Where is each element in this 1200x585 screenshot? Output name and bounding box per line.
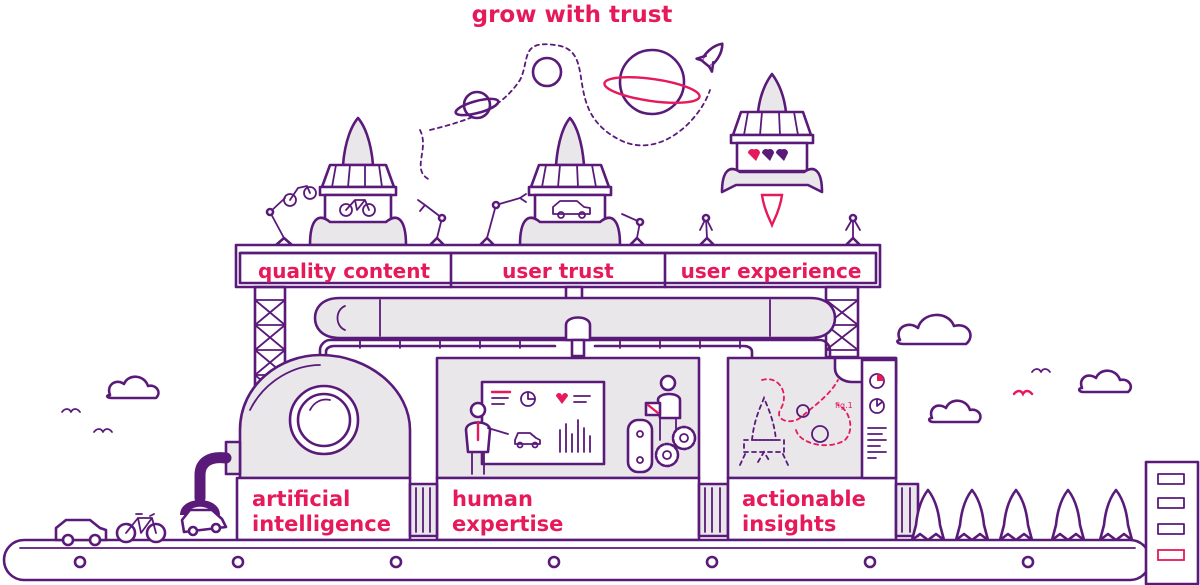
station-label-insights-line1: actionable xyxy=(742,487,866,511)
shop-user-experience xyxy=(720,72,824,229)
station-human-expertise xyxy=(435,356,701,542)
car-icon xyxy=(552,200,591,219)
robot-arm-icon xyxy=(621,213,646,247)
rocket-blueprint xyxy=(739,395,789,466)
car-icon xyxy=(180,508,228,537)
gear-icon xyxy=(654,442,680,468)
grabber-arm xyxy=(180,452,232,515)
presenter-person xyxy=(464,401,509,475)
car-icon xyxy=(54,518,108,547)
conveyor-belt xyxy=(2,538,1152,582)
moon-icon xyxy=(531,56,563,88)
bird-icon xyxy=(1012,389,1034,397)
bicycle-icon xyxy=(283,185,317,207)
platform xyxy=(234,243,882,289)
presentation-board xyxy=(480,380,606,466)
robot-arm-icon xyxy=(265,185,317,247)
station-label-human-line2: expertise xyxy=(452,512,563,536)
rocket-icon xyxy=(695,42,724,73)
pipes xyxy=(318,316,832,364)
car-icon xyxy=(514,432,541,449)
bird-icon xyxy=(1031,368,1051,373)
robot-arm-icon xyxy=(844,213,862,247)
fig-label: fig.1 xyxy=(835,401,853,410)
gear-icon xyxy=(671,425,697,451)
robot-arm-icon xyxy=(417,199,447,247)
robot-arm-icon xyxy=(698,213,716,247)
trajectory-path xyxy=(419,43,711,181)
rocket-row xyxy=(910,488,1134,542)
station-label-ai-line1: artificial xyxy=(252,487,350,511)
station-label-ai-line2: intelligence xyxy=(252,512,391,536)
working-person xyxy=(644,374,682,441)
planet-icon xyxy=(603,48,701,116)
station-label-insights-line2: insights xyxy=(742,512,836,536)
output-box xyxy=(1144,460,1200,585)
platform-label-user-trust: user trust xyxy=(502,259,614,283)
platform-label-quality-content: quality content xyxy=(258,259,431,283)
bird-icon xyxy=(93,428,113,433)
cloud-icon xyxy=(105,375,160,400)
station-actionable-insights: fig.1 xyxy=(726,356,898,542)
bird-icon xyxy=(61,408,81,413)
small-planet-icon xyxy=(454,90,500,120)
bicycle-icon xyxy=(339,199,376,217)
gear-icon xyxy=(73,555,1035,569)
shop-quality-content xyxy=(308,116,408,247)
title: grow with trust xyxy=(472,2,673,28)
blueprint-path xyxy=(761,378,839,423)
shop-user-trust xyxy=(518,116,622,247)
machine-gears xyxy=(626,418,654,474)
cloud-icon xyxy=(927,399,982,424)
station-artificial-intelligence xyxy=(224,353,412,542)
platform-label-user-experience: user experience xyxy=(681,259,862,283)
blueprint-path-2 xyxy=(795,404,852,447)
cloud-icon xyxy=(1077,369,1133,394)
bicycle-icon xyxy=(115,513,167,544)
heart-icon xyxy=(748,149,788,161)
station-label-human-line1: human xyxy=(452,487,533,511)
cloud-icon xyxy=(896,313,972,346)
